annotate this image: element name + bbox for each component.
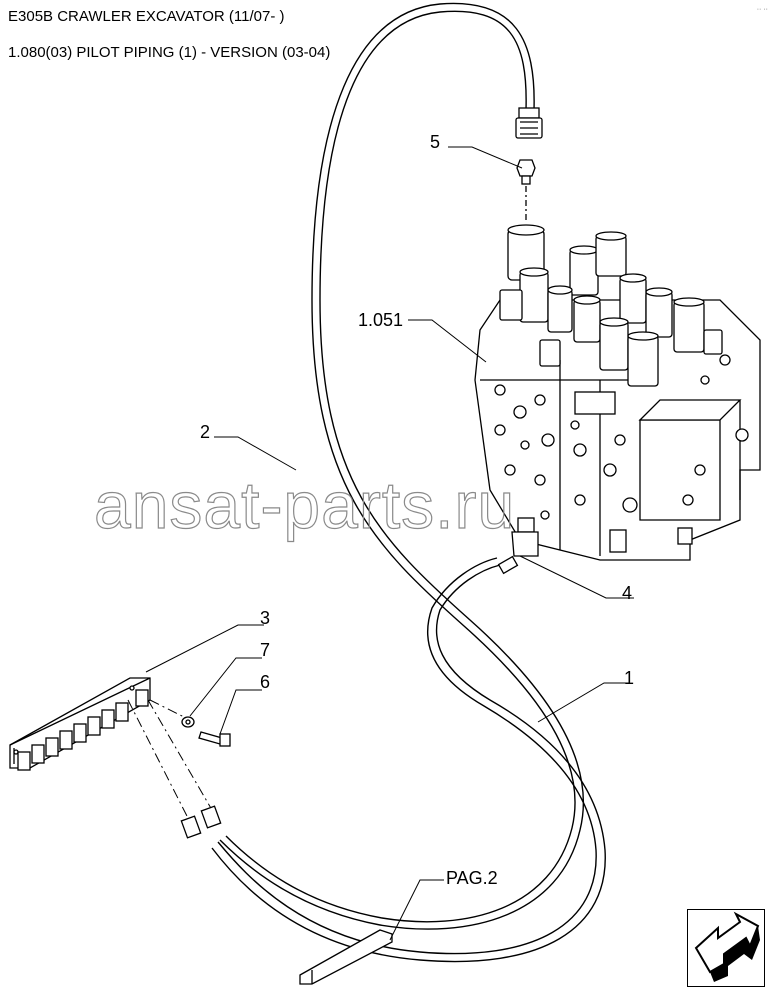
callout-6: 6 (260, 672, 270, 692)
corner-mark: ·· ·· (756, 6, 768, 13)
hose-end-fitting (515, 107, 543, 139)
assembly-guide-lines (127, 699, 213, 823)
hose-clamp (299, 929, 393, 985)
adapter-5 (516, 159, 536, 220)
callout-1-051: 1.051 (358, 310, 403, 330)
callout-2: 2 (200, 422, 210, 442)
washer-7 (181, 716, 195, 728)
next-page-arrow-icon (694, 911, 760, 982)
callout-1: 1 (624, 668, 634, 688)
hose-1 (211, 557, 606, 963)
callout-pag2: PAG.2 (446, 868, 498, 888)
callout-4: 4 (622, 583, 632, 603)
section-title: 1.080(03) PILOT PIPING (1) - VERSION (03… (8, 44, 331, 61)
callout-3: 3 (260, 608, 270, 628)
leader-lines (145, 146, 634, 941)
callout-7: 7 (260, 640, 270, 660)
bracket-block-3 (9, 677, 151, 771)
elbow-fitting-4 (497, 517, 539, 575)
solenoid-stack (499, 224, 723, 387)
machine-title: E305B CRAWLER EXCAVATOR (11/07- ) (8, 8, 285, 25)
control-valve-block (474, 224, 761, 575)
watermark: ansat-parts.ru (94, 468, 515, 542)
bolt-6 (198, 731, 231, 747)
callout-5: 5 (430, 132, 440, 152)
hose-2 (219, 2, 584, 930)
next-page-button[interactable] (687, 909, 765, 987)
hose-fittings-lower (180, 805, 222, 839)
